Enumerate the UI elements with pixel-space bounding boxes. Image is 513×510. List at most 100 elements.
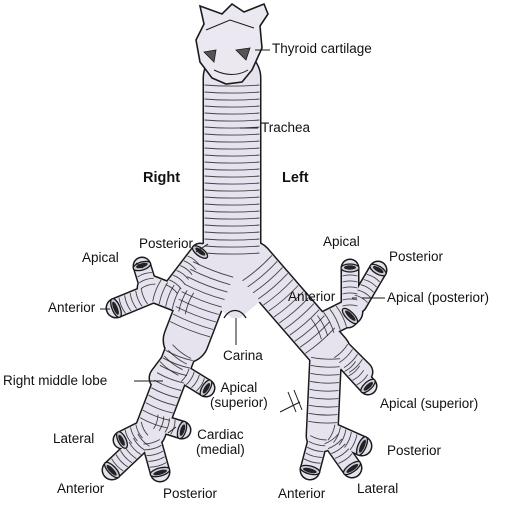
trachea-ring (204, 91, 260, 94)
trachea-ring (204, 238, 260, 241)
right-anterior-bronchus-ring (129, 292, 137, 309)
right-cardiac-bronchus-ring (158, 416, 165, 431)
right-cardiac-bronchus-lumen (179, 424, 186, 436)
right-posterior-bronchus-ring (180, 265, 193, 275)
right-posterior-bronchus-opening (191, 245, 209, 259)
left-superior-segmental-ring (348, 365, 360, 377)
right-lower-lobe-bronchus-ring (165, 349, 193, 362)
trachea-ring (204, 168, 260, 171)
left-apical-bronchus-lumen (344, 265, 356, 270)
right-posterior-label: Posterior (139, 236, 194, 251)
right-superior-segmental-lumen (202, 383, 211, 394)
right-posterior-bronchus-ring (187, 255, 200, 266)
right-middle-lobe-bronchus-ring (172, 344, 192, 359)
right-apical-superior-line1: Apical (220, 380, 258, 395)
carina-junction (204, 250, 262, 318)
right-lower-anterior-bronchus-ring (137, 433, 150, 447)
left-lower-lobe-bronchus-ring (309, 388, 339, 392)
trachea-ring (204, 105, 260, 108)
carina-ridge (223, 309, 247, 319)
right-apical-superior-label: Apical (superior) (210, 380, 268, 411)
cartilage-rings (111, 84, 381, 472)
left-lower-lobe-bronchus-ring (308, 412, 338, 416)
right-main-bronchus-ring (184, 283, 225, 301)
right-upper-lobe-bronchus-ring (158, 282, 168, 305)
left-posterior-label: Posterior (389, 249, 444, 264)
right-upper-lobe-bronchus-ring (178, 289, 188, 312)
right-middle-lobe-bronchus-ring (163, 355, 183, 371)
left-main-bronchus-ring (263, 279, 294, 306)
right-posterior-bronchus-ring (169, 279, 182, 290)
thyroid-cartilage-shape (195, 2, 269, 85)
left-apical-bronchus-ring (342, 292, 358, 295)
left-apical-bronchus-ring (342, 286, 358, 289)
right-posterior-bronchus-lumen (195, 247, 206, 256)
bronchus-openings (103, 245, 387, 479)
right-lateral-bronchus-opening (115, 431, 129, 449)
left-lower-lateral-bronchus-ring (334, 448, 350, 459)
left-upper-lobe-bronchus-ring (335, 305, 347, 327)
right-lateral-bronchus-ring (124, 429, 133, 444)
left-lingular-bronchus-ring (343, 353, 358, 368)
right-lower-anterior-bronchus-opening (103, 461, 121, 479)
right-upper-lobe-bronchus-ring (152, 279, 162, 302)
right-superior-segmental-opening (199, 379, 213, 397)
left-apical-bronchus-ring (342, 274, 358, 277)
left-main-bronchus-ring (305, 327, 336, 354)
left-main-bronchus-ring (242, 254, 273, 282)
trachea-ring (204, 84, 260, 87)
right-apical-superior-line2: (superior) (210, 394, 268, 410)
right-lower-anterior-bronchus-ring (128, 441, 142, 455)
left-main-bronchus-ring (289, 309, 320, 336)
left-apical-superior-label: Apical (superior) (380, 396, 479, 411)
right-cardiac-line1: Cardiac (197, 427, 244, 442)
left-lower-lobe-bronchus-ring (309, 380, 340, 384)
right-lower-anterior-bronchus-ring (111, 458, 124, 472)
trachea-ring (204, 175, 260, 178)
left-side-label: Left (282, 170, 309, 186)
right-lower-posterior-bronchus-opening (149, 466, 171, 478)
left-lower-anterior-bronchus-ring (306, 446, 324, 453)
trachea-label: Trachea (261, 120, 311, 135)
left-lingular-bronchus-ring (338, 348, 353, 363)
left-posterior-bronchus-opening (369, 263, 387, 277)
right-cardiac-label: Cardiac (medial) (196, 427, 245, 458)
trachea-ring (204, 147, 260, 150)
right-anterior-bronchus-ring (140, 288, 149, 305)
left-lower-lobe-bronchus-ring (308, 404, 338, 408)
right-lower-lobe-bronchus-ring (162, 357, 190, 369)
left-posterior-bronchus-ring (360, 284, 374, 293)
left-lower-lateral-bronchus-opening (342, 460, 362, 476)
right-anterior-bronchus-ring (124, 295, 132, 312)
right-main-bronchus-ring (192, 261, 234, 278)
left-main-bronchus-ring (299, 321, 330, 348)
left-anterior-bronchus-lumen (345, 310, 356, 321)
right-upper-lobe-bronchus-ring (184, 292, 195, 315)
right-cardiac-line2: (medial) (196, 441, 245, 457)
trachea-ring (204, 140, 260, 143)
thyroid-cartilage-label: Thyroid cartilage (272, 41, 372, 56)
left-lower-lateral-bronchus-ring (331, 443, 346, 455)
right-lower-lobe-bronchus-ring (145, 402, 173, 414)
left-lower-anterior-bronchus-ring (310, 435, 327, 441)
right-lower-posterior-label: Posterior (163, 486, 218, 501)
left-upper-lobe-bronchus-ring (317, 315, 329, 337)
left-lower-lateral-bronchus-lumen (346, 463, 359, 473)
left-posterior-bronchus-ring (354, 294, 368, 303)
trachea-ring (204, 231, 260, 234)
left-lower-posterior-bronchus-ring (327, 424, 336, 441)
right-lower-lobe-bronchus-ring (151, 387, 179, 399)
right-lower-lobe-bronchus-ring (139, 417, 168, 429)
right-apical-label: Apical (82, 250, 119, 265)
left-lower-lobe-bronchus-ring (311, 356, 341, 360)
right-cardiac-bronchus-opening (176, 420, 188, 440)
left-apical-bronchus-ring (342, 304, 358, 307)
right-lateral-bronchus-ring (130, 427, 138, 442)
left-anterior-bronchus-opening (341, 307, 359, 325)
left-lower-anterior-bronchus-body (301, 423, 329, 479)
left-upper-lobe-bronchus-ring (310, 318, 322, 340)
trachea-ring (204, 112, 260, 115)
right-posterior-bronchus-ring (165, 284, 178, 295)
airway-tubes (101, 48, 388, 483)
trachea-ring (204, 126, 260, 129)
